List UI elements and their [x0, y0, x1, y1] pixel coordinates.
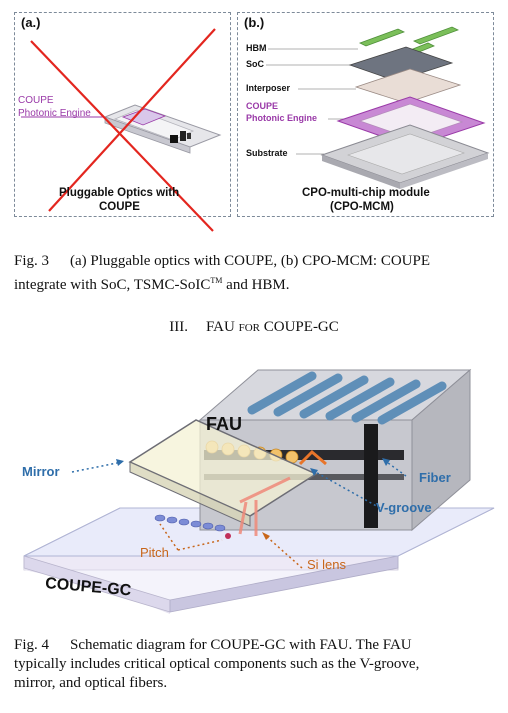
fig3-caption-line-2: integrate with SoC, TSMC-SoICTM and HBM. [14, 271, 496, 295]
fig3-caption-text-2b: and HBM. [222, 277, 290, 293]
interposer-label: Interposer [246, 83, 291, 93]
fig4-caption-prefix: Fig. 4 [14, 637, 50, 653]
fig4-caption-line-3: mirror, and optical fibers. [14, 675, 168, 691]
fig4-caption-text-1: Schematic diagram for COUPE-GC with FAU.… [70, 637, 412, 653]
soc-label: SoC [246, 59, 264, 69]
panel-a-caption-2: COUPE [99, 201, 140, 213]
panel-b-caption-2: (CPO-MCM) [330, 201, 394, 213]
photonic-engine-label: Photonic Engine [246, 113, 317, 123]
fig3-caption: Fig. 3 (a) Pluggable optics with COUPE, (… [14, 252, 496, 295]
red-cross-mark [30, 28, 216, 232]
si-lens-label: Si lens [307, 557, 347, 572]
fig3-caption-text-2a: integrate with SoC, TSMC-SoIC [14, 277, 211, 293]
cpo-mcm-exploded-illustration [266, 26, 490, 189]
section-title-a: FAU [205, 319, 235, 335]
fau-label: FAU [206, 414, 242, 434]
vgroove-label: V-groove [376, 500, 432, 515]
fiber-label: Fiber [419, 470, 451, 485]
fig4-caption-line-1: Fig. 4 Schematic diagram for COUPE-GC wit… [14, 636, 496, 655]
panel-a-engine-label: Photonic Engine [18, 108, 91, 119]
section-number: III. [169, 319, 188, 335]
section-title-b: COUPE-GC [263, 319, 339, 335]
section-title-small: FOR [238, 322, 261, 334]
fig3-caption-line-1: Fig. 3 (a) Pluggable optics with COUPE, (… [14, 252, 496, 271]
fig4-caption-line-2: typically includes critical optical comp… [14, 656, 420, 672]
fig3-panel-b: (b.) HBM SoC Interposer COUPE Photonic E… [237, 12, 494, 217]
section-heading: III. FAU FOR COUPE-GC [0, 318, 508, 338]
fig3-caption-prefix: Fig. 3 [14, 253, 50, 269]
fig4-caption: Fig. 4 Schematic diagram for COUPE-GC wit… [14, 636, 496, 693]
coupe-label: COUPE [246, 101, 279, 111]
panel-a-coupe-label: COUPE [18, 95, 54, 106]
pitch-label: Pitch [140, 545, 169, 560]
fig3-panel-a: (a.) COUPE Photonic Engine Pluggable Opt… [14, 12, 231, 232]
fig3-caption-tm: TM [210, 276, 223, 285]
panel-a-tag: (a.) [21, 15, 41, 30]
hbm-label: HBM [246, 43, 267, 53]
panel-b-caption-1: CPO-multi-chip module [302, 187, 430, 199]
fig4-fau-diagram [23, 368, 495, 614]
fig3-caption-text-1: (a) Pluggable optics with COUPE, (b) CPO… [70, 253, 431, 269]
panel-b-tag: (b.) [244, 15, 265, 30]
substrate-label: Substrate [246, 148, 288, 158]
panel-a-caption-1: Pluggable Optics with [59, 187, 180, 199]
mirror-label: Mirror [22, 464, 60, 479]
